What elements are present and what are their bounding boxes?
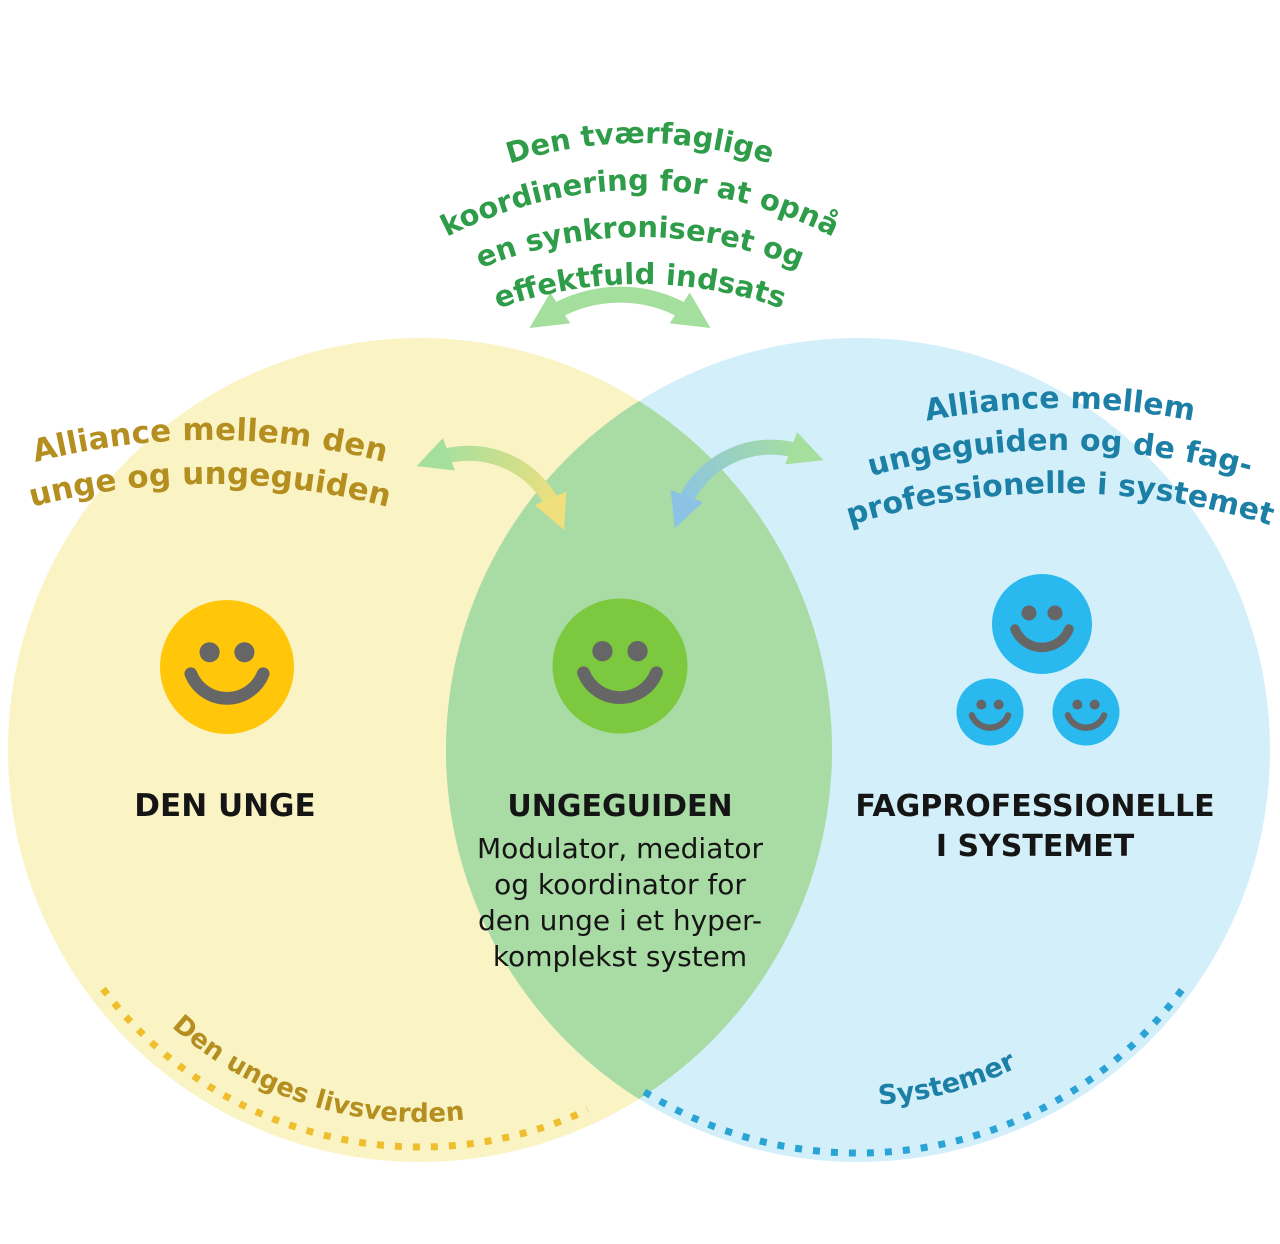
fagprof-smiley-face-small-left-icon (957, 679, 1024, 746)
den-unge-smiley-face-icon (160, 600, 294, 734)
ungeguiden-smiley-face-icon (553, 599, 688, 734)
top-caption-line-4: effektfuld indsats (490, 257, 791, 315)
fagprofessionelle-title-line-1: FAGPROFESSIONELLE (855, 789, 1214, 824)
top-caption: Den tværfaglige koordinering for at opnå… (435, 116, 845, 315)
ungeguiden-subtitle-line-2: og koordinator for (494, 868, 746, 901)
den-unge-title: DEN UNGE (134, 788, 315, 824)
coordination-double-arrow-icon (529, 286, 711, 329)
fagprofessionelle-title-line-2: I SYSTEMET (936, 829, 1135, 864)
systemer-dotted-arc (642, 979, 1191, 1157)
circle-labels: DEN UNGE UNGEGUIDEN Modulator, mediator … (134, 788, 1214, 973)
ungeguiden-title: UNGEGUIDEN (507, 789, 732, 824)
ungeguiden-subtitle-line-1: Modulator, mediator (477, 832, 763, 865)
fagprof-smiley-face-large-icon (992, 574, 1092, 674)
alliance-left-double-arrow-icon (416, 438, 567, 531)
ungeguiden-subtitle-line-3: den unge i et hyper- (478, 904, 762, 937)
overlap-lens (445, 401, 833, 1099)
top-caption-line-1: Den tværfaglige (502, 116, 778, 171)
ungeguiden-subtitle-line-4: komplekst system (493, 940, 747, 973)
fagprof-smiley-face-small-right-icon (1053, 679, 1120, 746)
livsverden-dotted-arc (100, 986, 590, 1151)
alliance-right-double-arrow-icon (670, 432, 824, 529)
